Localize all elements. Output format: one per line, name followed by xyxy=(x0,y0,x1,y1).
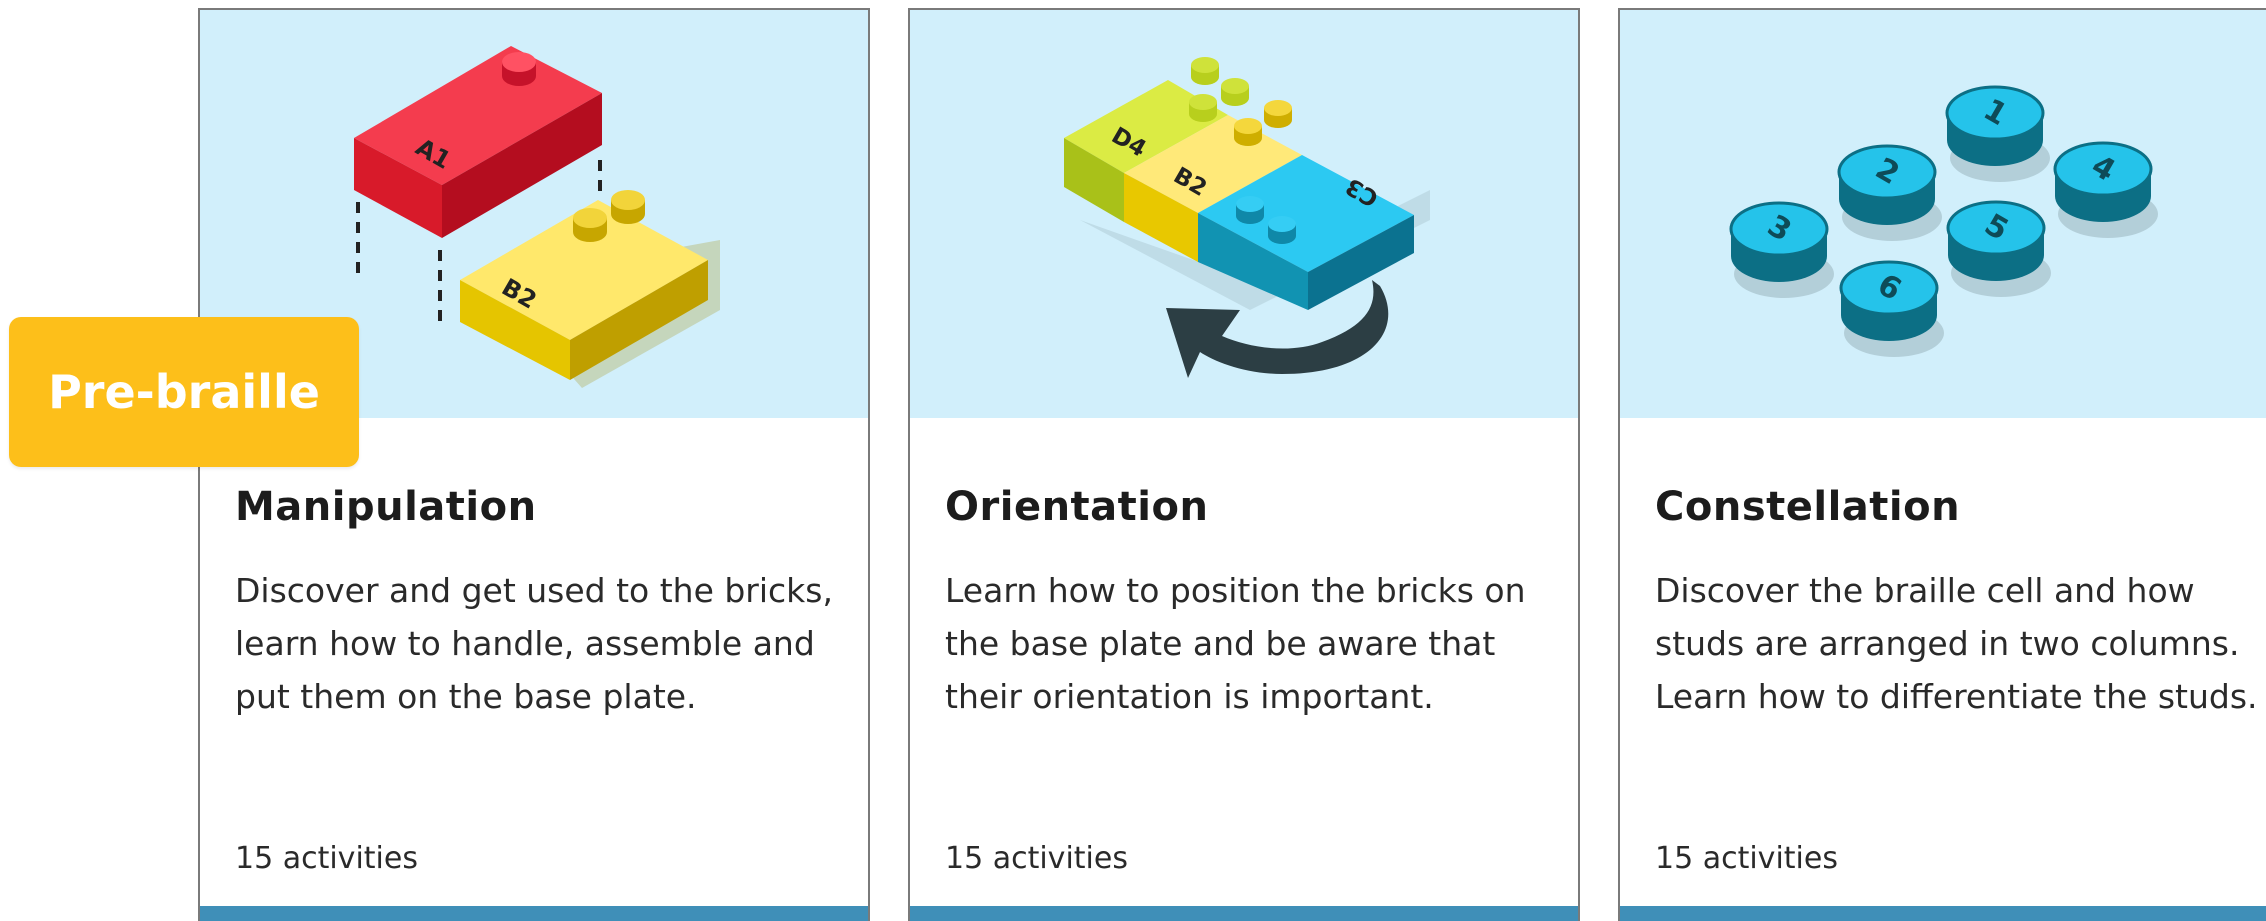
activity-count: 15 activities xyxy=(1655,841,1838,876)
braille-studs-illustration: 1 2 4 xyxy=(1729,85,2158,357)
card-illustration: 1 2 4 xyxy=(1620,10,2266,418)
card-description: Learn how to position the bricks on the … xyxy=(945,571,1526,716)
activity-card-manipulation[interactable]: A1 B2 Manipulation Discover and ge xyxy=(198,8,870,921)
card-footer-bar xyxy=(910,906,1578,921)
card-title: Orientation xyxy=(945,484,1209,530)
card-footer-bar xyxy=(1620,906,2266,921)
card-illustration: A1 B2 xyxy=(200,10,868,418)
brick-rotation-illustration: D4 B2 C3 xyxy=(1064,57,1430,378)
activity-card-constellation[interactable]: 1 2 4 xyxy=(1618,8,2266,921)
category-badge: Pre-braille xyxy=(9,317,359,467)
activity-count: 15 activities xyxy=(235,841,418,876)
card-footer-bar xyxy=(200,906,868,921)
card-illustration: D4 B2 C3 xyxy=(910,10,1578,418)
activity-card-orientation[interactable]: D4 B2 C3 Orientation Learn how to positi… xyxy=(908,8,1580,921)
card-title: Manipulation xyxy=(235,484,537,530)
card-title: Constellation xyxy=(1655,484,1961,530)
card-description: Discover and get used to the bricks, lea… xyxy=(235,571,833,716)
brick-assembly-illustration: A1 B2 xyxy=(354,46,720,388)
rotate-arrow-icon xyxy=(1166,280,1389,378)
activity-count: 15 activities xyxy=(945,841,1128,876)
card-description: Discover the braille cell and how studs … xyxy=(1655,571,2258,716)
